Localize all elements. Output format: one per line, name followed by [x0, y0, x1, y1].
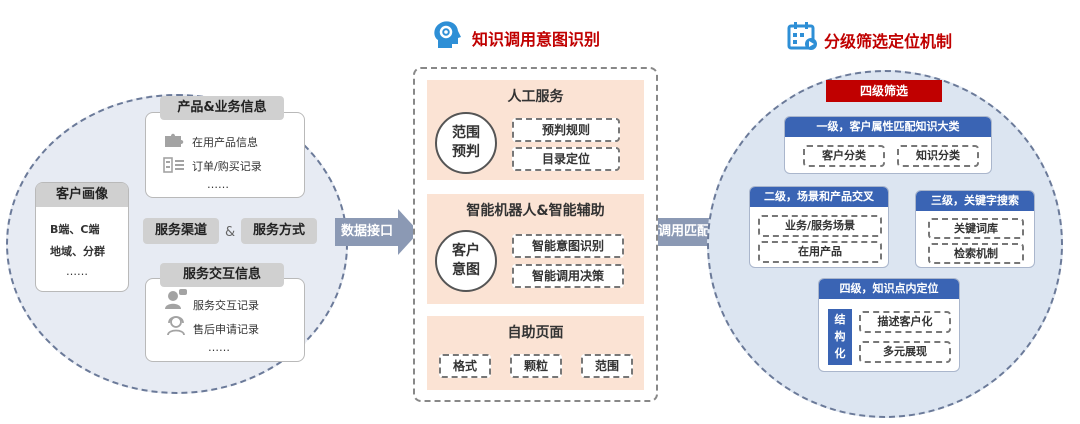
ampersand-text: &: [225, 225, 236, 240]
service-interaction-title: 服务交互信息: [160, 263, 284, 287]
smart-call-decision-pill: 智能调用决策: [512, 264, 624, 288]
in-use-product-pill: 在用产品: [758, 241, 882, 263]
product-business-ellipsis: ……: [207, 178, 229, 191]
four-level-banner: 四级筛选: [826, 80, 942, 102]
structured-char: 结: [834, 313, 846, 326]
product-business-title: 产品&业务信息: [160, 96, 284, 120]
customer-category-pill: 客户分类: [803, 145, 885, 167]
self-service-section: 自助页面 格式 颗粒 范围: [427, 316, 644, 390]
smart-robot-section: 智能机器人&智能辅助 客户 意图 智能意图识别 智能调用决策: [427, 194, 644, 304]
format-pill: 格式: [439, 354, 491, 378]
person-chat-icon: [165, 289, 187, 309]
level3-card: 三级，关键字搜索 关键词库 检索机制: [915, 190, 1035, 268]
level3-title: 三级，关键字搜索: [916, 191, 1034, 211]
level1-title: 一级，客户属性匹配知识大类: [785, 117, 991, 137]
knowledge-category-pill: 知识分类: [897, 145, 979, 167]
service-interaction-item: 售后申请记录: [193, 323, 259, 336]
granularity-pill: 颗粒: [510, 354, 562, 378]
order-list-icon: [163, 157, 184, 173]
customer-portrait-line: B端、C端: [50, 223, 100, 236]
brain-gear-icon: [434, 21, 461, 48]
data-interface-label: 数据接口: [335, 218, 399, 246]
prejudge-rule-pill: 预判规则: [512, 118, 620, 142]
level1-card: 一级，客户属性匹配知识大类 客户分类 知识分类: [784, 116, 992, 174]
level4-title: 四级，知识点内定位: [819, 279, 959, 299]
keyword-library-pill: 关键词库: [928, 218, 1024, 239]
scope-prejudge-circle: 范围 预判: [435, 112, 497, 174]
grade-filter-title: 分级筛选定位机制: [824, 32, 953, 51]
knowledge-intent-title: 知识调用意图识别: [472, 30, 601, 49]
circle-line: 客户: [452, 243, 480, 259]
level4-card: 四级，知识点内定位 结 构 化 描述客户化 多元展现: [818, 278, 960, 372]
business-scene-pill: 业务/服务场景: [758, 215, 882, 237]
service-channel-label: 服务渠道: [143, 218, 219, 244]
level2-title: 二级，场景和产品交叉: [750, 187, 888, 207]
customer-description-pill: 描述客户化: [859, 311, 951, 333]
search-mechanism-pill: 检索机制: [928, 243, 1024, 264]
product-business-item: 在用产品信息: [192, 136, 258, 149]
service-interaction-ellipsis: ……: [208, 341, 230, 354]
call-match-label: 调用匹配: [652, 218, 716, 246]
grade-filter-title-group: 分级筛选定位机制: [786, 20, 1006, 56]
scope-pill: 范围: [581, 354, 633, 378]
customer-portrait-title: 客户画像: [36, 183, 128, 207]
manual-service-title: 人工服务: [507, 89, 564, 105]
data-interface-arrow: 数据接口: [335, 209, 419, 255]
service-mode-label: 服务方式: [241, 218, 317, 244]
catalog-locate-pill: 目录定位: [512, 147, 620, 171]
knowledge-intent-title-group: 知识调用意图识别: [430, 18, 650, 54]
circle-line: 范围: [452, 125, 480, 141]
manual-service-section: 人工服务 范围 预判 预判规则 目录定位: [427, 80, 644, 180]
structured-char: 构: [834, 330, 846, 343]
headset-person-icon: [167, 316, 185, 336]
structured-char: 化: [834, 347, 846, 360]
customer-portrait-line: 地域、分群: [50, 245, 105, 258]
level2-card: 二级，场景和产品交叉 业务/服务场景 在用产品: [749, 186, 889, 268]
calendar-icon: [787, 22, 817, 50]
structured-label: 结 构 化: [828, 309, 852, 365]
customer-portrait-card: 客户画像 B端、C端 地域、分群 ……: [35, 182, 129, 292]
puzzle-icon: [165, 133, 184, 147]
smart-intent-recognition-pill: 智能意图识别: [512, 234, 624, 258]
product-business-item: 订单/购买记录: [192, 160, 262, 173]
service-interaction-item: 服务交互记录: [193, 299, 259, 312]
circle-line: 意图: [452, 262, 480, 278]
smart-robot-title: 智能机器人&智能辅助: [466, 203, 605, 219]
product-business-card: [145, 112, 305, 198]
multi-display-pill: 多元展现: [859, 341, 951, 363]
circle-line: 预判: [452, 144, 480, 160]
customer-portrait-line: ……: [66, 265, 88, 278]
customer-intent-circle: 客户 意图: [435, 230, 497, 292]
self-service-title: 自助页面: [507, 325, 564, 341]
